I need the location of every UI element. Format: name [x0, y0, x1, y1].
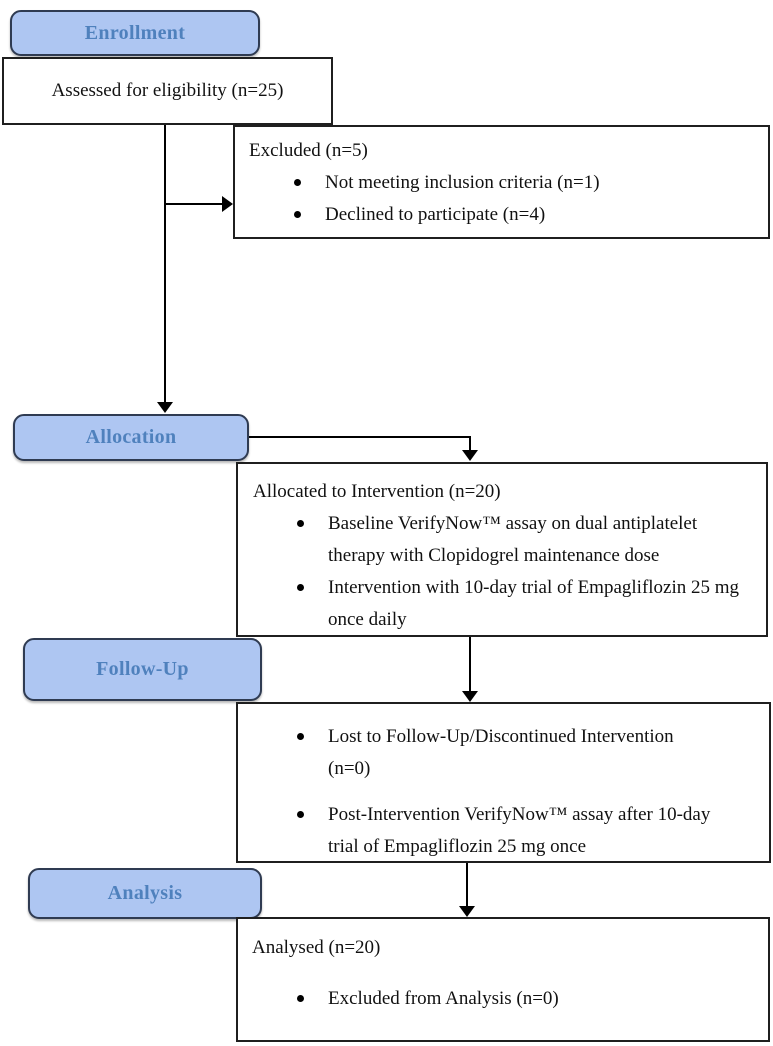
arrow-down-into-analysed-icon [459, 906, 475, 917]
bullet-item: Excluded from Analysis (n=0) [295, 983, 758, 1015]
connector-allocation-horizontal-line [249, 436, 471, 438]
stage-label-followup: Follow-Up [96, 658, 189, 680]
connector-allocated-to-followup-line [469, 637, 471, 692]
stage-label-enrollment: Enrollment [84, 21, 186, 44]
stage-badge-analysis: Analysis [28, 868, 262, 919]
arrow-right-into-excluded-icon [222, 196, 233, 212]
stage-badge-followup: Follow-Up [23, 638, 262, 701]
bullet-item: Post-Intervention VerifyNow™ assay after… [295, 799, 714, 863]
stage-badge-enrollment: Enrollment [10, 10, 260, 56]
box-assessed-eligibility: Assessed for eligibility (n=25) [2, 57, 333, 125]
analysed-bullet-list: Excluded from Analysis (n=0) [252, 983, 758, 1015]
box-analysed: Analysed (n=20) Excluded from Analysis (… [236, 917, 770, 1042]
arrow-down-into-allocation-icon [157, 402, 173, 413]
bullet-item: Not meeting inclusion criteria (n=1) [292, 167, 758, 199]
followup-bullet-list: Lost to Follow-Up/Discontinued Intervent… [252, 721, 769, 863]
stage-label-allocation: Allocation [85, 426, 177, 448]
connector-followup-to-analysed-line [466, 863, 468, 907]
assessed-text: Assessed for eligibility (n=25) [51, 80, 284, 101]
bullet-item: Baseline VerifyNow™ assay on dual antipl… [295, 508, 752, 572]
connector-assessed-to-allocation-line [164, 125, 166, 403]
arrow-down-into-allocated-icon [462, 450, 478, 461]
box-allocated-intervention: Allocated to Intervention (n=20) Baselin… [236, 462, 768, 637]
bullet-item: Lost to Follow-Up/Discontinued Intervent… [295, 721, 714, 785]
box-excluded: Excluded (n=5) Not meeting inclusion cri… [233, 125, 770, 239]
analysed-title: Analysed (n=20) [252, 937, 381, 958]
excluded-title: Excluded (n=5) [249, 140, 368, 161]
allocated-bullet-list: Baseline VerifyNow™ assay on dual antipl… [253, 508, 766, 636]
stage-label-analysis: Analysis [107, 882, 183, 904]
bullet-item: Intervention with 10-day trial of Empagl… [295, 572, 752, 636]
stage-badge-allocation: Allocation [13, 414, 249, 461]
connector-allocation-vertical-line [469, 436, 471, 452]
connector-to-excluded-line [164, 203, 223, 205]
box-followup-lost: Lost to Follow-Up/Discontinued Intervent… [236, 702, 771, 863]
arrow-down-into-followup-icon [462, 691, 478, 702]
excluded-bullet-list: Not meeting inclusion criteria (n=1)Decl… [249, 167, 758, 231]
bullet-item: Declined to participate (n=4) [292, 199, 758, 231]
allocated-title: Allocated to Intervention (n=20) [253, 481, 501, 502]
